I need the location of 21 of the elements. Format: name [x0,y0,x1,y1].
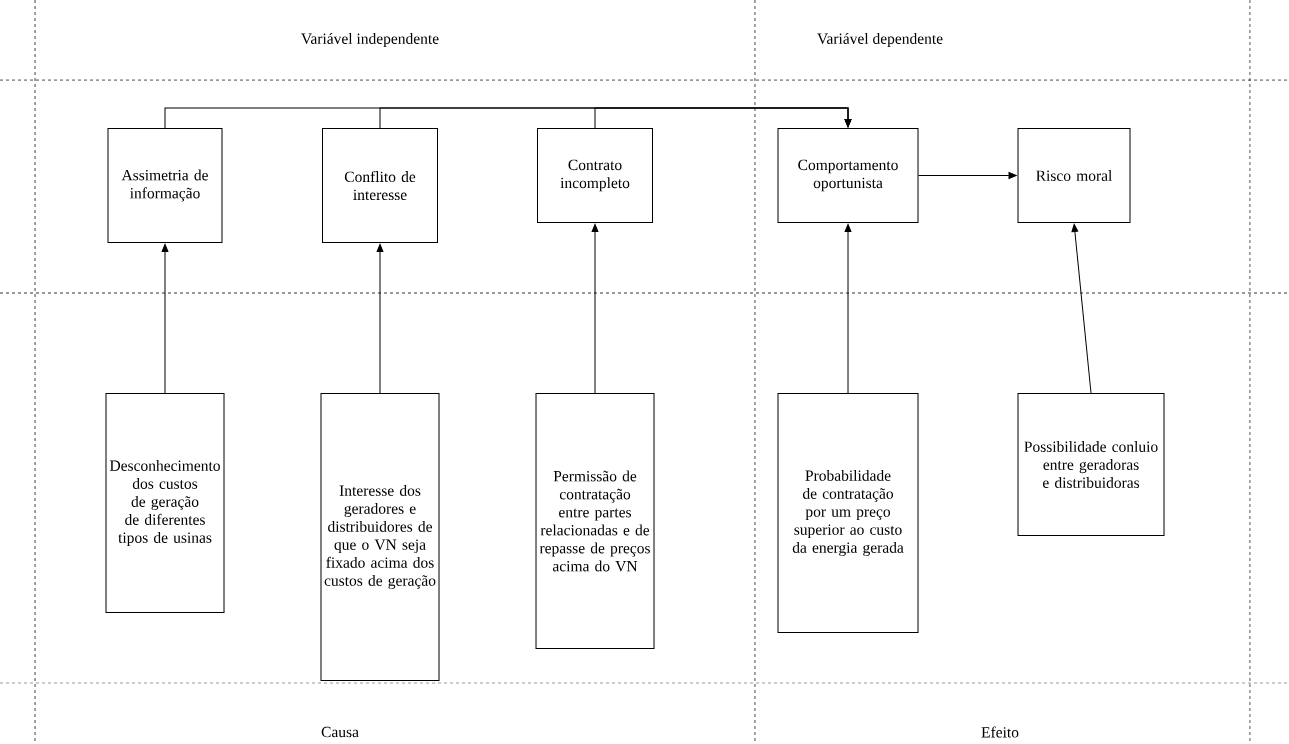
arrow [591,223,599,394]
arrow [844,223,852,394]
arrow [161,243,169,394]
arrow [594,107,852,129]
section-label: Variável dependente [817,32,943,48]
text-box: Risco moral [1017,128,1131,223]
section-label: Variável independente [301,32,439,48]
text-box: Comportamento oportunista [777,128,919,223]
arrow [376,243,384,394]
text-box: Contrato incompleto [537,128,653,223]
text-box: Possibilidade conluio entre geradoras e distribuidoras [1017,393,1165,536]
arrow [918,172,1017,179]
text-box: Interesse dos geradores e distribuidores de que o VN seja fixado acima dos custos de geração [320,393,440,681]
text-box: Permissão de contratação entre partes relacionadas e de repasse de preços acima do VN [535,393,655,649]
text-box: Probabilidade de contratação por um preço superior ao custo da energia gerada [777,393,919,633]
text-box: Desconhecimento dos custos de geração de diferentes tipos de usinas [105,393,225,613]
section-label: Causa [321,726,359,738]
text-box: Conflito de interesse [322,128,438,243]
section-label: Efeito [981,726,1019,738]
arrow [1071,223,1092,394]
text-box: Assimetria de informação [107,128,223,243]
